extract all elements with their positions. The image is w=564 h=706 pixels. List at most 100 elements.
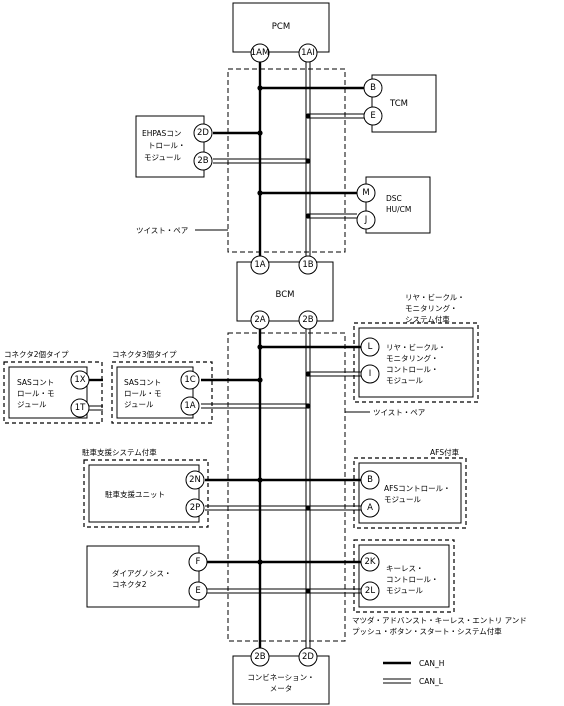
sas3-pin-1a: 1A	[180, 396, 200, 416]
ehpas-label-3: モジュール	[144, 153, 181, 162]
pcm-box	[232, 2, 330, 53]
legend: CAN_H CAN_L	[383, 659, 444, 686]
bcm-pin-1b: 1B	[298, 255, 318, 275]
bcm-label: BCM	[276, 290, 295, 300]
rear-box	[358, 327, 474, 398]
rear-pin-i: I	[360, 364, 380, 384]
sas2-label-2: ロール・モ	[17, 389, 55, 398]
svg-text:1A: 1A	[254, 260, 265, 270]
svg-text:L: L	[368, 342, 373, 352]
combi-pin-2d: 2D	[298, 647, 318, 667]
rear-label-1: リヤ・ビークル・	[386, 343, 446, 352]
sas3-label-3: ジュール	[124, 400, 154, 409]
svg-text:1AI: 1AI	[301, 48, 315, 58]
dsc-label-1: DSC	[386, 194, 402, 203]
ehpas-box	[135, 115, 205, 178]
parking-pin-2p: 2P	[185, 498, 205, 518]
svg-text:A: A	[367, 503, 373, 513]
svg-text:2A: 2A	[254, 315, 265, 325]
pcm-pin-1ai: 1AI	[298, 43, 318, 63]
parking-option-border	[83, 459, 209, 528]
keyless-pin-2l: 2L	[360, 581, 380, 601]
svg-text:2K: 2K	[365, 557, 376, 567]
connector2-type-label: コネクタ2個タイプ	[4, 349, 69, 359]
twist-pair-label-lower: ツイスト・ペア	[373, 408, 425, 417]
svg-text:2L: 2L	[365, 586, 375, 596]
sas3-label-2: ロール・モ	[124, 389, 162, 398]
combi-pin-2b: 2B	[250, 647, 270, 667]
sas2-label-3: ジュール	[17, 400, 47, 409]
svg-text:2B: 2B	[302, 315, 313, 325]
svg-text:1C: 1C	[184, 375, 195, 385]
dsc-box	[365, 176, 431, 234]
twist-pair-label-upper: ツイスト・ペア	[136, 226, 188, 235]
svg-text:2P: 2P	[190, 503, 201, 513]
bcm-pin-1a: 1A	[250, 255, 270, 275]
afs-pin-b: B	[360, 470, 380, 490]
tcm-pin-e: E	[363, 106, 383, 126]
svg-text:1A: 1A	[184, 401, 195, 411]
pcm-label: PCM	[272, 22, 290, 32]
bcm-pin-2b: 2B	[298, 310, 318, 330]
svg-text:2D: 2D	[302, 652, 314, 662]
afs-label-2: モジュール	[384, 495, 421, 504]
afs-label-1: AFSコントロール・	[384, 484, 451, 493]
dsc-pin-j: J	[356, 210, 376, 230]
rear-label-3: コントロール・	[386, 365, 439, 374]
keyless-option-label-2: プッシュ・ボタン・スタート・システム付車	[352, 626, 502, 636]
ehpas-label-2: トロール・	[148, 141, 186, 150]
sas3-pin-1c: 1C	[180, 370, 200, 390]
legend-can-l-label: CAN_L	[419, 677, 444, 686]
tcm-label: TCM	[389, 99, 408, 109]
svg-text:B: B	[367, 475, 373, 485]
svg-text:I: I	[369, 369, 372, 379]
parking-option-label: 駐車支援システム付車	[82, 447, 157, 457]
dlc-pin-e: E	[188, 581, 208, 601]
svg-text:1T: 1T	[75, 403, 86, 413]
ehpas-pin-2b: 2B	[193, 151, 213, 171]
sas2-option-border	[3, 361, 103, 424]
svg-text:B: B	[370, 83, 376, 93]
rear-label-2: モニタリング・	[386, 353, 439, 363]
afs-pin-a: A	[360, 498, 380, 518]
svg-text:2N: 2N	[189, 475, 201, 485]
svg-text:F: F	[196, 557, 201, 567]
rear-option-label-1: リヤ・ビークル・	[405, 293, 465, 302]
sas2-pin-1x: 1X	[70, 370, 90, 390]
parking-label: 駐車支援ユニット	[105, 489, 165, 499]
dlc-box	[86, 545, 200, 608]
svg-text:1X: 1X	[74, 375, 85, 385]
combi-label-1: コンビネーション・	[247, 673, 314, 682]
svg-text:J: J	[364, 215, 368, 225]
sas3-label-1: SASコント	[124, 378, 161, 387]
tcm-box	[371, 74, 437, 133]
legend-can-h-label: CAN_H	[419, 659, 444, 668]
parking-box	[88, 464, 200, 523]
dsc-pin-m: M	[356, 183, 376, 203]
afs-option-border	[353, 457, 467, 529]
sas3-option-border	[111, 361, 213, 424]
svg-text:1AM: 1AM	[251, 48, 270, 58]
dlc-label-2: コネクタ2	[112, 580, 147, 589]
svg-text:2B: 2B	[197, 156, 208, 166]
combi-label-2: メータ	[270, 684, 293, 693]
svg-text:1B: 1B	[302, 260, 313, 270]
bcm-pin-2a: 2A	[250, 310, 270, 330]
keyless-label-3: モジュール	[386, 586, 423, 595]
connector3-type-label: コネクタ3個タイプ	[112, 349, 177, 359]
twist-pair-region-lower	[227, 332, 346, 642]
svg-text:2D: 2D	[197, 128, 209, 138]
rear-label-4: モジュール	[386, 376, 423, 385]
bcm-box	[236, 261, 334, 322]
keyless-label-1: キーレス・	[386, 564, 424, 573]
sas2-label-1: SASコント	[17, 378, 54, 387]
ehpas-label-1: EHPASコン	[142, 129, 181, 138]
junction-dots	[257, 85, 311, 594]
dsc-label-2: HU/CM	[386, 205, 411, 214]
ehpas-pin-2d: 2D	[193, 123, 213, 143]
parking-pin-2n: 2N	[185, 470, 205, 490]
keyless-label-2: コントロール・	[386, 575, 439, 584]
svg-text:M: M	[362, 188, 369, 198]
rear-option-border	[353, 322, 479, 403]
